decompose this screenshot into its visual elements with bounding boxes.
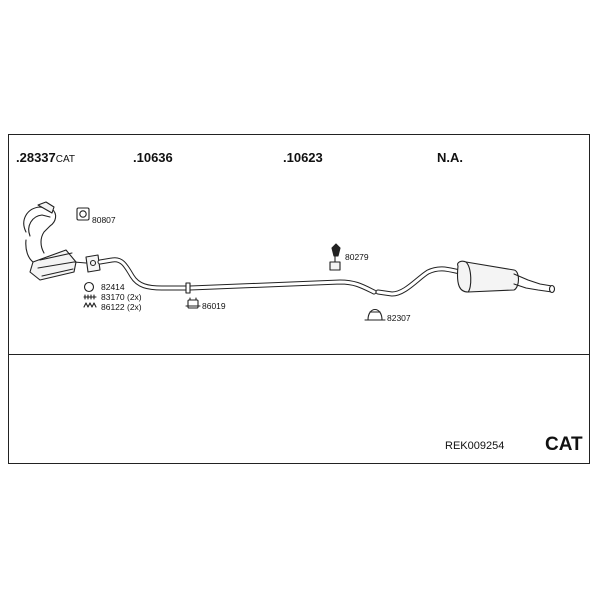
diagram-frame — [8, 134, 590, 464]
kit-type-label: CAT — [545, 434, 583, 455]
catalytic-converter — [23, 201, 87, 281]
part-label-80807: 80807 — [92, 215, 116, 225]
footer-divider — [8, 354, 590, 355]
hanger-80279-icon — [329, 243, 341, 271]
kit-reference-number: REK009254 — [445, 440, 505, 452]
seal-ring-82414-icon — [83, 281, 95, 293]
part-label-82307: 82307 — [387, 313, 411, 323]
header-segment-front-pipe: .10636 — [133, 150, 173, 165]
part-label-80279: 80279 — [345, 252, 369, 262]
part-label-82414: 82414 — [101, 282, 125, 292]
flange-gasket — [85, 254, 101, 273]
header-segment-mid-pipe: .10623 — [283, 150, 323, 165]
part-label-83170: 83170 (2x) — [101, 292, 142, 302]
clamp-86019-icon — [185, 297, 201, 309]
part-label-86019: 86019 — [202, 301, 226, 311]
part-label-86122: 86122 (2x) — [101, 302, 142, 312]
bolt-83170-icon — [83, 294, 97, 300]
header-segment-rear: N.A. — [437, 150, 463, 165]
rear-silencer — [456, 260, 556, 294]
header-segment-catalyst: .28337CAT — [16, 150, 76, 165]
gasket-80807-icon — [76, 207, 90, 221]
u-clamp-82307-icon — [364, 308, 386, 321]
spring-86122-icon — [83, 302, 97, 308]
rear-pipe — [375, 266, 463, 297]
